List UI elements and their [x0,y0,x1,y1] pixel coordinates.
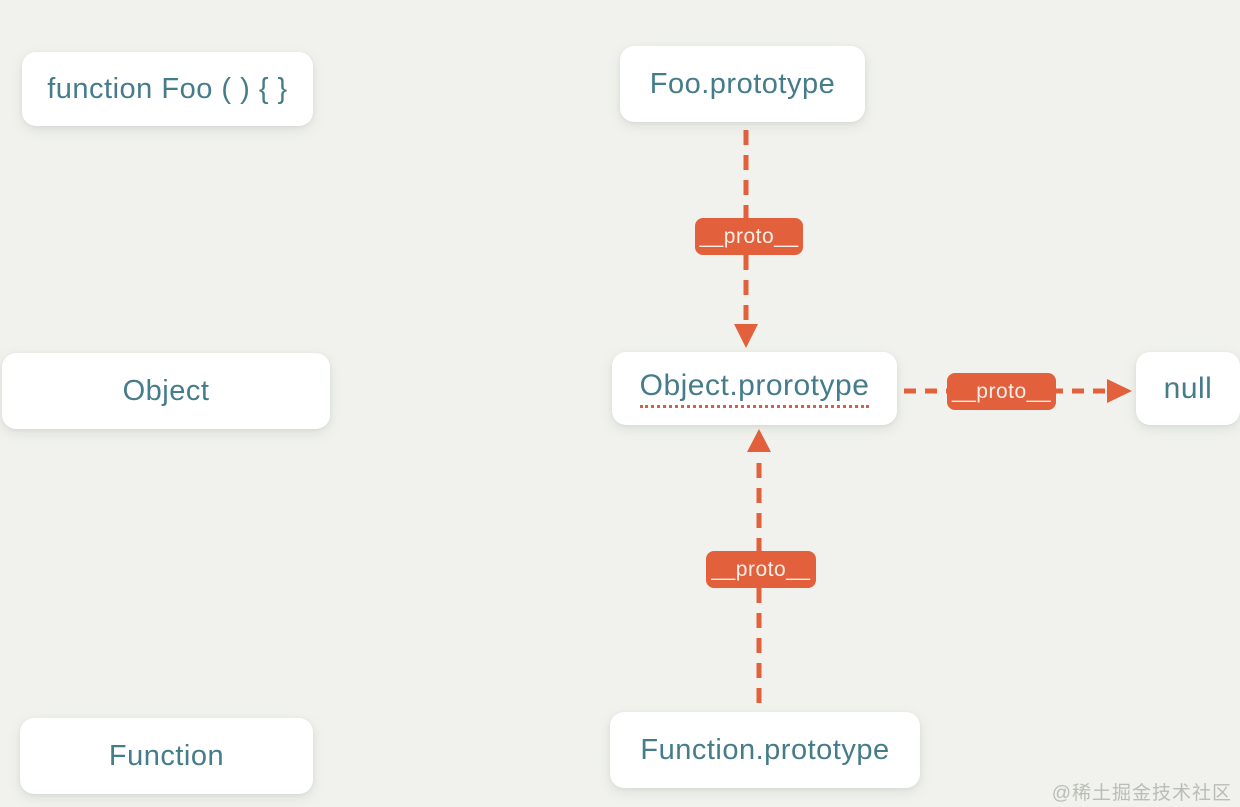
node-null: null [1136,352,1240,425]
node-foo-prototype: Foo.prototype [620,46,865,122]
node-object-label: Object [122,374,210,407]
node-function-foo: function Foo ( ) { } [22,52,313,126]
proto-badge-null-edge-label: __proto__ [951,379,1052,403]
node-function-prototype: Function.prototype [610,712,920,788]
watermark: @稀土掘金技术社区 [1051,783,1232,804]
node-null-label: null [1163,371,1213,405]
node-function: Function [20,718,313,794]
proto-badge-function-edge-label: __proto__ [711,557,811,581]
proto-badge-function-edge: __proto__ [706,551,816,588]
node-function-label: Function [108,739,225,772]
proto-badge-foo-edge-label: __proto__ [699,224,799,248]
proto-badge-null-edge: __proto__ [947,373,1056,410]
node-function-prototype-label: Function.prototype [640,733,890,766]
proto-badge-foo-edge: __proto__ [695,218,803,255]
node-function-foo-label: function Foo ( ) { } [47,72,288,105]
node-object-prototype: Object.prorotype [612,352,897,425]
node-foo-prototype-label: Foo.prototype [649,67,836,100]
node-object-prototype-label: Object.prorotype [639,369,870,408]
node-object: Object [2,353,330,429]
